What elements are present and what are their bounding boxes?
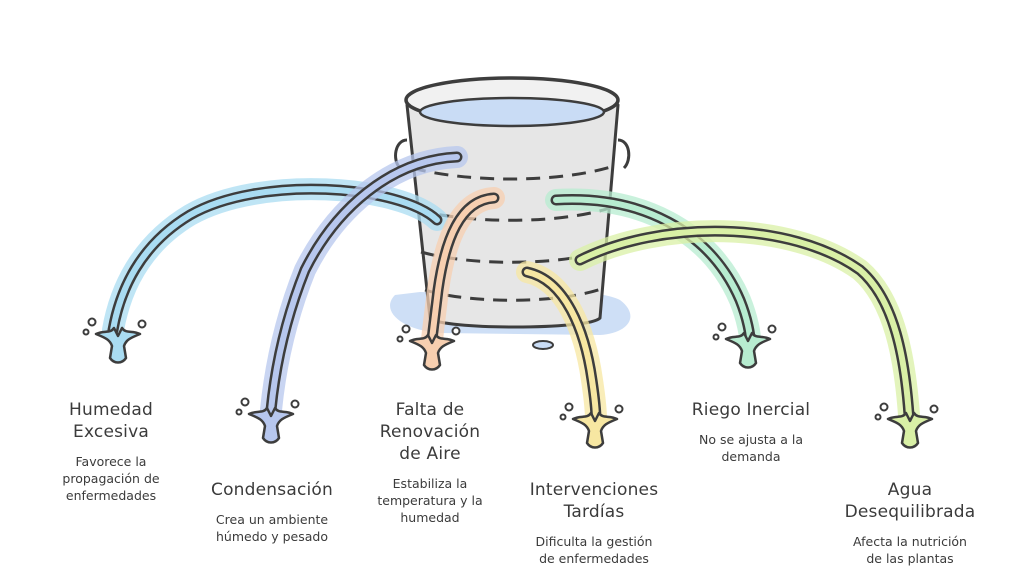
item-title: Agua Desequilibrada bbox=[845, 479, 976, 523]
title-line: Excesiva bbox=[73, 422, 149, 442]
item-agua-desequilibrada: Agua Desequilibrada Afecta la nutrición … bbox=[845, 479, 976, 567]
splash-icon bbox=[559, 402, 624, 449]
pipe-highlight bbox=[102, 178, 448, 341]
title-line: Humedad bbox=[69, 400, 153, 420]
item-description: Crea un ambiente húmedo y pesado bbox=[211, 511, 333, 545]
pipe-fill bbox=[577, 228, 912, 418]
item-riego-inercial: Riego Inercial No se ajusta a la demanda bbox=[692, 399, 810, 465]
item-humedad-excesiva: Humedad Excesiva Favorece la propagación… bbox=[62, 399, 159, 504]
pipe-outline bbox=[107, 183, 443, 336]
title-line: Riego Inercial bbox=[691, 400, 811, 420]
splash-icon bbox=[874, 402, 939, 449]
title-line: Tardías bbox=[563, 502, 625, 522]
puddle-drop bbox=[532, 340, 554, 350]
item-description: Afecta la nutrición de las plantas bbox=[845, 533, 976, 567]
splash-icon bbox=[235, 397, 300, 444]
desc-line: humedad bbox=[400, 510, 460, 525]
desc-line: Estabiliza la bbox=[392, 476, 468, 491]
item-description: Estabiliza la temperatura y la humedad bbox=[377, 475, 482, 526]
splash-icon bbox=[712, 322, 777, 369]
item-description: Favorece la propagación de enfermedades bbox=[62, 453, 159, 504]
desc-line: húmedo y pesado bbox=[215, 529, 329, 544]
item-title: Falta de Renovación de Aire bbox=[377, 399, 482, 465]
item-title: Condensación bbox=[211, 479, 333, 501]
item-condensacion: Condensación Crea un ambiente húmedo y p… bbox=[211, 479, 333, 545]
desc-line: demanda bbox=[721, 449, 781, 464]
item-intervenciones-tardias: Intervenciones Tardías Dificulta la gest… bbox=[530, 479, 659, 567]
desc-line: de las plantas bbox=[866, 551, 954, 566]
pipe-fill bbox=[524, 269, 599, 423]
title-line: Renovación bbox=[379, 422, 481, 442]
pipe-fill bbox=[268, 154, 460, 413]
item-title: Riego Inercial bbox=[692, 399, 810, 421]
desc-line: Favorece la bbox=[75, 454, 147, 469]
desc-line: No se ajusta a la bbox=[698, 432, 804, 447]
title-line: Intervenciones bbox=[529, 480, 659, 500]
title-line: Desequilibrada bbox=[844, 502, 976, 522]
desc-line: Afecta la nutrición bbox=[853, 534, 967, 549]
desc-line: Crea un ambiente bbox=[215, 512, 329, 527]
title-line: Agua bbox=[887, 480, 933, 500]
pipe-fill bbox=[429, 195, 497, 343]
item-description: Dificulta la gestión de enfermedades bbox=[530, 533, 659, 567]
desc-line: temperatura y la bbox=[377, 493, 483, 508]
title-line: Falta de bbox=[395, 400, 465, 420]
item-title: Intervenciones Tardías bbox=[530, 479, 659, 523]
item-title: Humedad Excesiva bbox=[62, 399, 159, 443]
desc-line: Dificulta la gestión bbox=[535, 534, 653, 549]
title-line: Condensación bbox=[211, 480, 333, 500]
desc-line: de enfermedades bbox=[539, 551, 649, 566]
splash-icon bbox=[82, 317, 147, 364]
pipe-fill bbox=[553, 196, 753, 343]
pipe-fill bbox=[110, 186, 440, 333]
desc-line: propagación de bbox=[62, 471, 160, 486]
splash-icon bbox=[396, 324, 461, 371]
item-description: No se ajusta a la demanda bbox=[692, 431, 810, 465]
title-line: de Aire bbox=[399, 444, 461, 464]
desc-line: enfermedades bbox=[65, 488, 157, 503]
item-falta-renovacion-aire: Falta de Renovación de Aire Estabiliza l… bbox=[377, 399, 482, 526]
